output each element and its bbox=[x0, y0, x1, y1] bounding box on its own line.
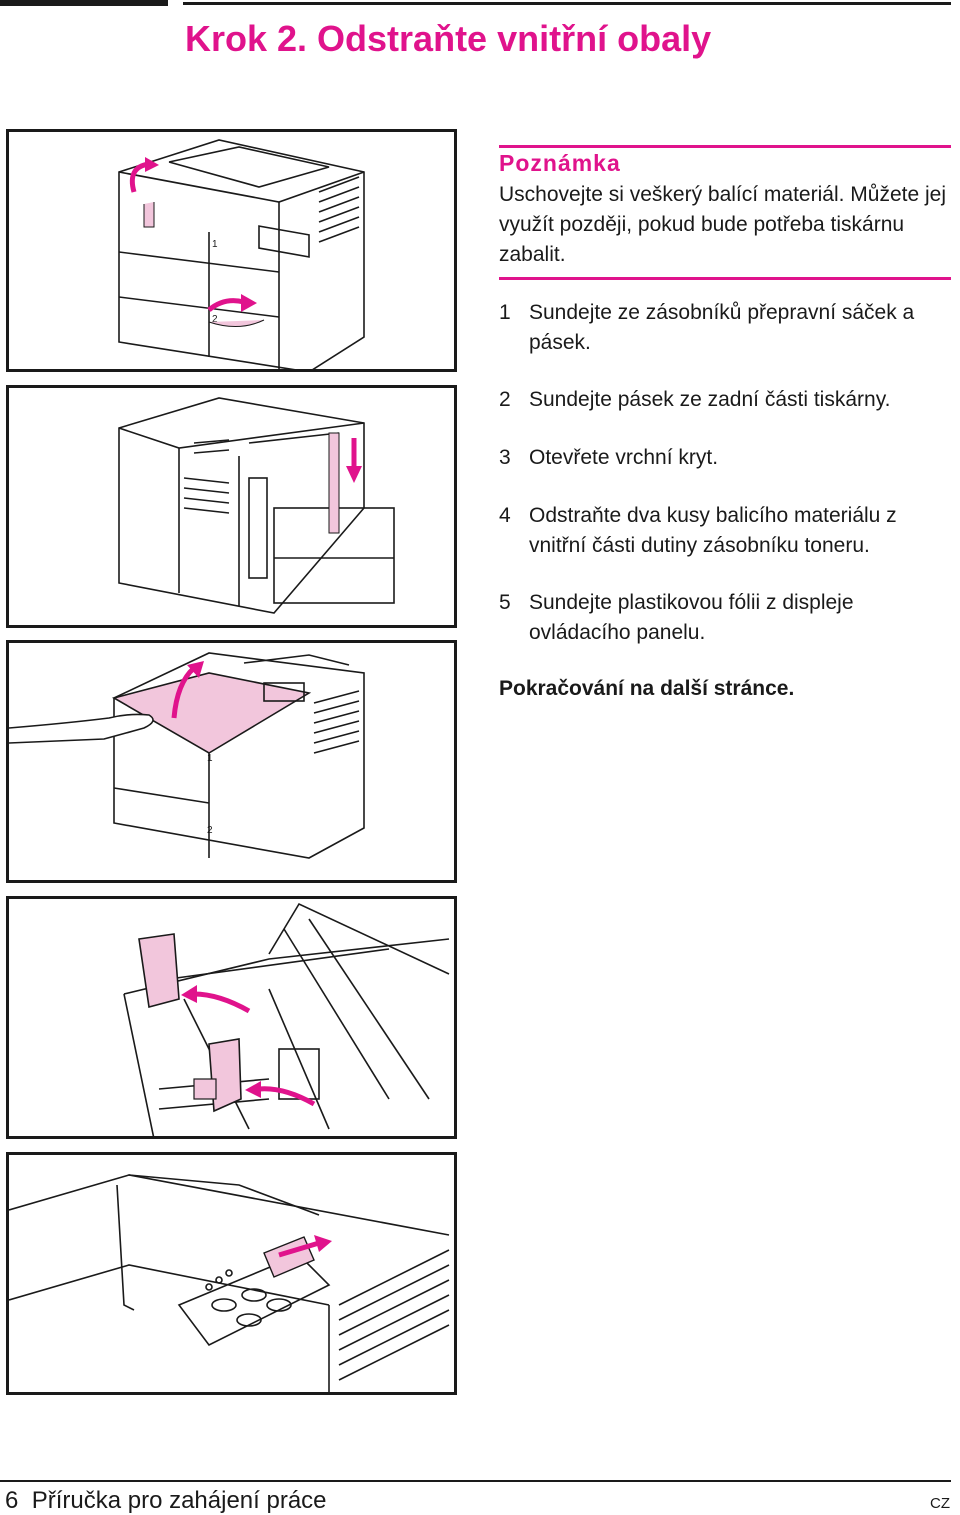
printer-rear-illustration bbox=[118, 397, 395, 614]
instruction-text: Odstraňte dva kusy balicího materiálu z … bbox=[529, 504, 897, 557]
illustration-panel-4 bbox=[6, 896, 457, 1139]
continue-text: Pokračování na další stránce. bbox=[499, 677, 795, 700]
printer-illustration: 1 2 bbox=[118, 139, 365, 369]
instruction-text: Sundejte ze zásobníků přepravní sáček a … bbox=[529, 301, 915, 354]
illustration-panel-5 bbox=[6, 1152, 457, 1395]
remove-arrow-icon bbox=[245, 1081, 316, 1107]
note-text: Uschovejte si veškerý balící materiál. M… bbox=[499, 183, 946, 266]
hand-illustration bbox=[9, 713, 154, 744]
packing-material-1 bbox=[138, 933, 180, 1009]
footer: 6 Příručka pro zahájení práce bbox=[5, 1487, 327, 1515]
instruction-4: 4 Odstraňte dva kusy balicího materiálu … bbox=[499, 501, 951, 561]
note-rule-top bbox=[499, 145, 951, 148]
instruction-number: 5 bbox=[499, 591, 511, 614]
printer-open-cover-illustration: 1 2 bbox=[9, 652, 365, 859]
control-panel-illustration bbox=[9, 1174, 450, 1392]
note-title: Poznámka bbox=[499, 150, 621, 176]
top-bar-left bbox=[0, 0, 168, 6]
tray-label-1: 1 bbox=[212, 239, 218, 250]
instruction-number: 2 bbox=[499, 388, 511, 411]
page-title: Krok 2. Odstraňte vnitřní obaly bbox=[185, 18, 712, 59]
instruction-3: 3 Otevřete vrchní kryt. bbox=[499, 443, 951, 473]
tray-label-2: 2 bbox=[207, 825, 213, 836]
page-number: 6 bbox=[5, 1487, 19, 1514]
illustration-panel-3: 1 2 bbox=[6, 640, 457, 883]
remove-arrow-icon bbox=[207, 294, 265, 327]
plastic-film bbox=[263, 1236, 315, 1278]
remove-arrow-icon bbox=[328, 432, 362, 534]
tray-label-1: 1 bbox=[207, 753, 213, 764]
footer-rule bbox=[0, 1480, 951, 1482]
remove-arrow-icon bbox=[181, 985, 251, 1014]
instruction-number: 3 bbox=[499, 446, 511, 469]
instruction-number: 4 bbox=[499, 504, 511, 527]
toner-cavity-illustration bbox=[123, 902, 450, 1136]
tray-label-2: 2 bbox=[212, 314, 218, 325]
instruction-5: 5 Sundejte plastikovou fólii z displeje … bbox=[499, 588, 951, 648]
lift-arrow-icon bbox=[171, 661, 204, 719]
note-rule-bottom bbox=[499, 277, 951, 280]
remove-arrow-icon bbox=[278, 1235, 332, 1258]
instruction-text: Sundejte plastikovou fólii z displeje ov… bbox=[529, 591, 854, 644]
instruction-text: Otevřete vrchní kryt. bbox=[529, 446, 719, 469]
illustration-panel-2 bbox=[6, 385, 457, 628]
instruction-1: 1 Sundejte ze zásobníků přepravní sáček … bbox=[499, 298, 951, 358]
instruction-text: Sundejte pásek ze zadní části tiskárny. bbox=[529, 388, 891, 411]
illustration-panel-1: 1 2 bbox=[6, 129, 457, 372]
footer-title: Příručka pro zahájení práce bbox=[31, 1487, 327, 1514]
top-rule bbox=[183, 2, 951, 5]
lift-arrow-icon bbox=[129, 157, 159, 228]
footer-language: CZ bbox=[930, 1495, 950, 1512]
instruction-number: 1 bbox=[499, 301, 511, 324]
packing-material-2 bbox=[193, 1038, 242, 1113]
instruction-2: 2 Sundejte pásek ze zadní části tiskárny… bbox=[499, 385, 951, 415]
